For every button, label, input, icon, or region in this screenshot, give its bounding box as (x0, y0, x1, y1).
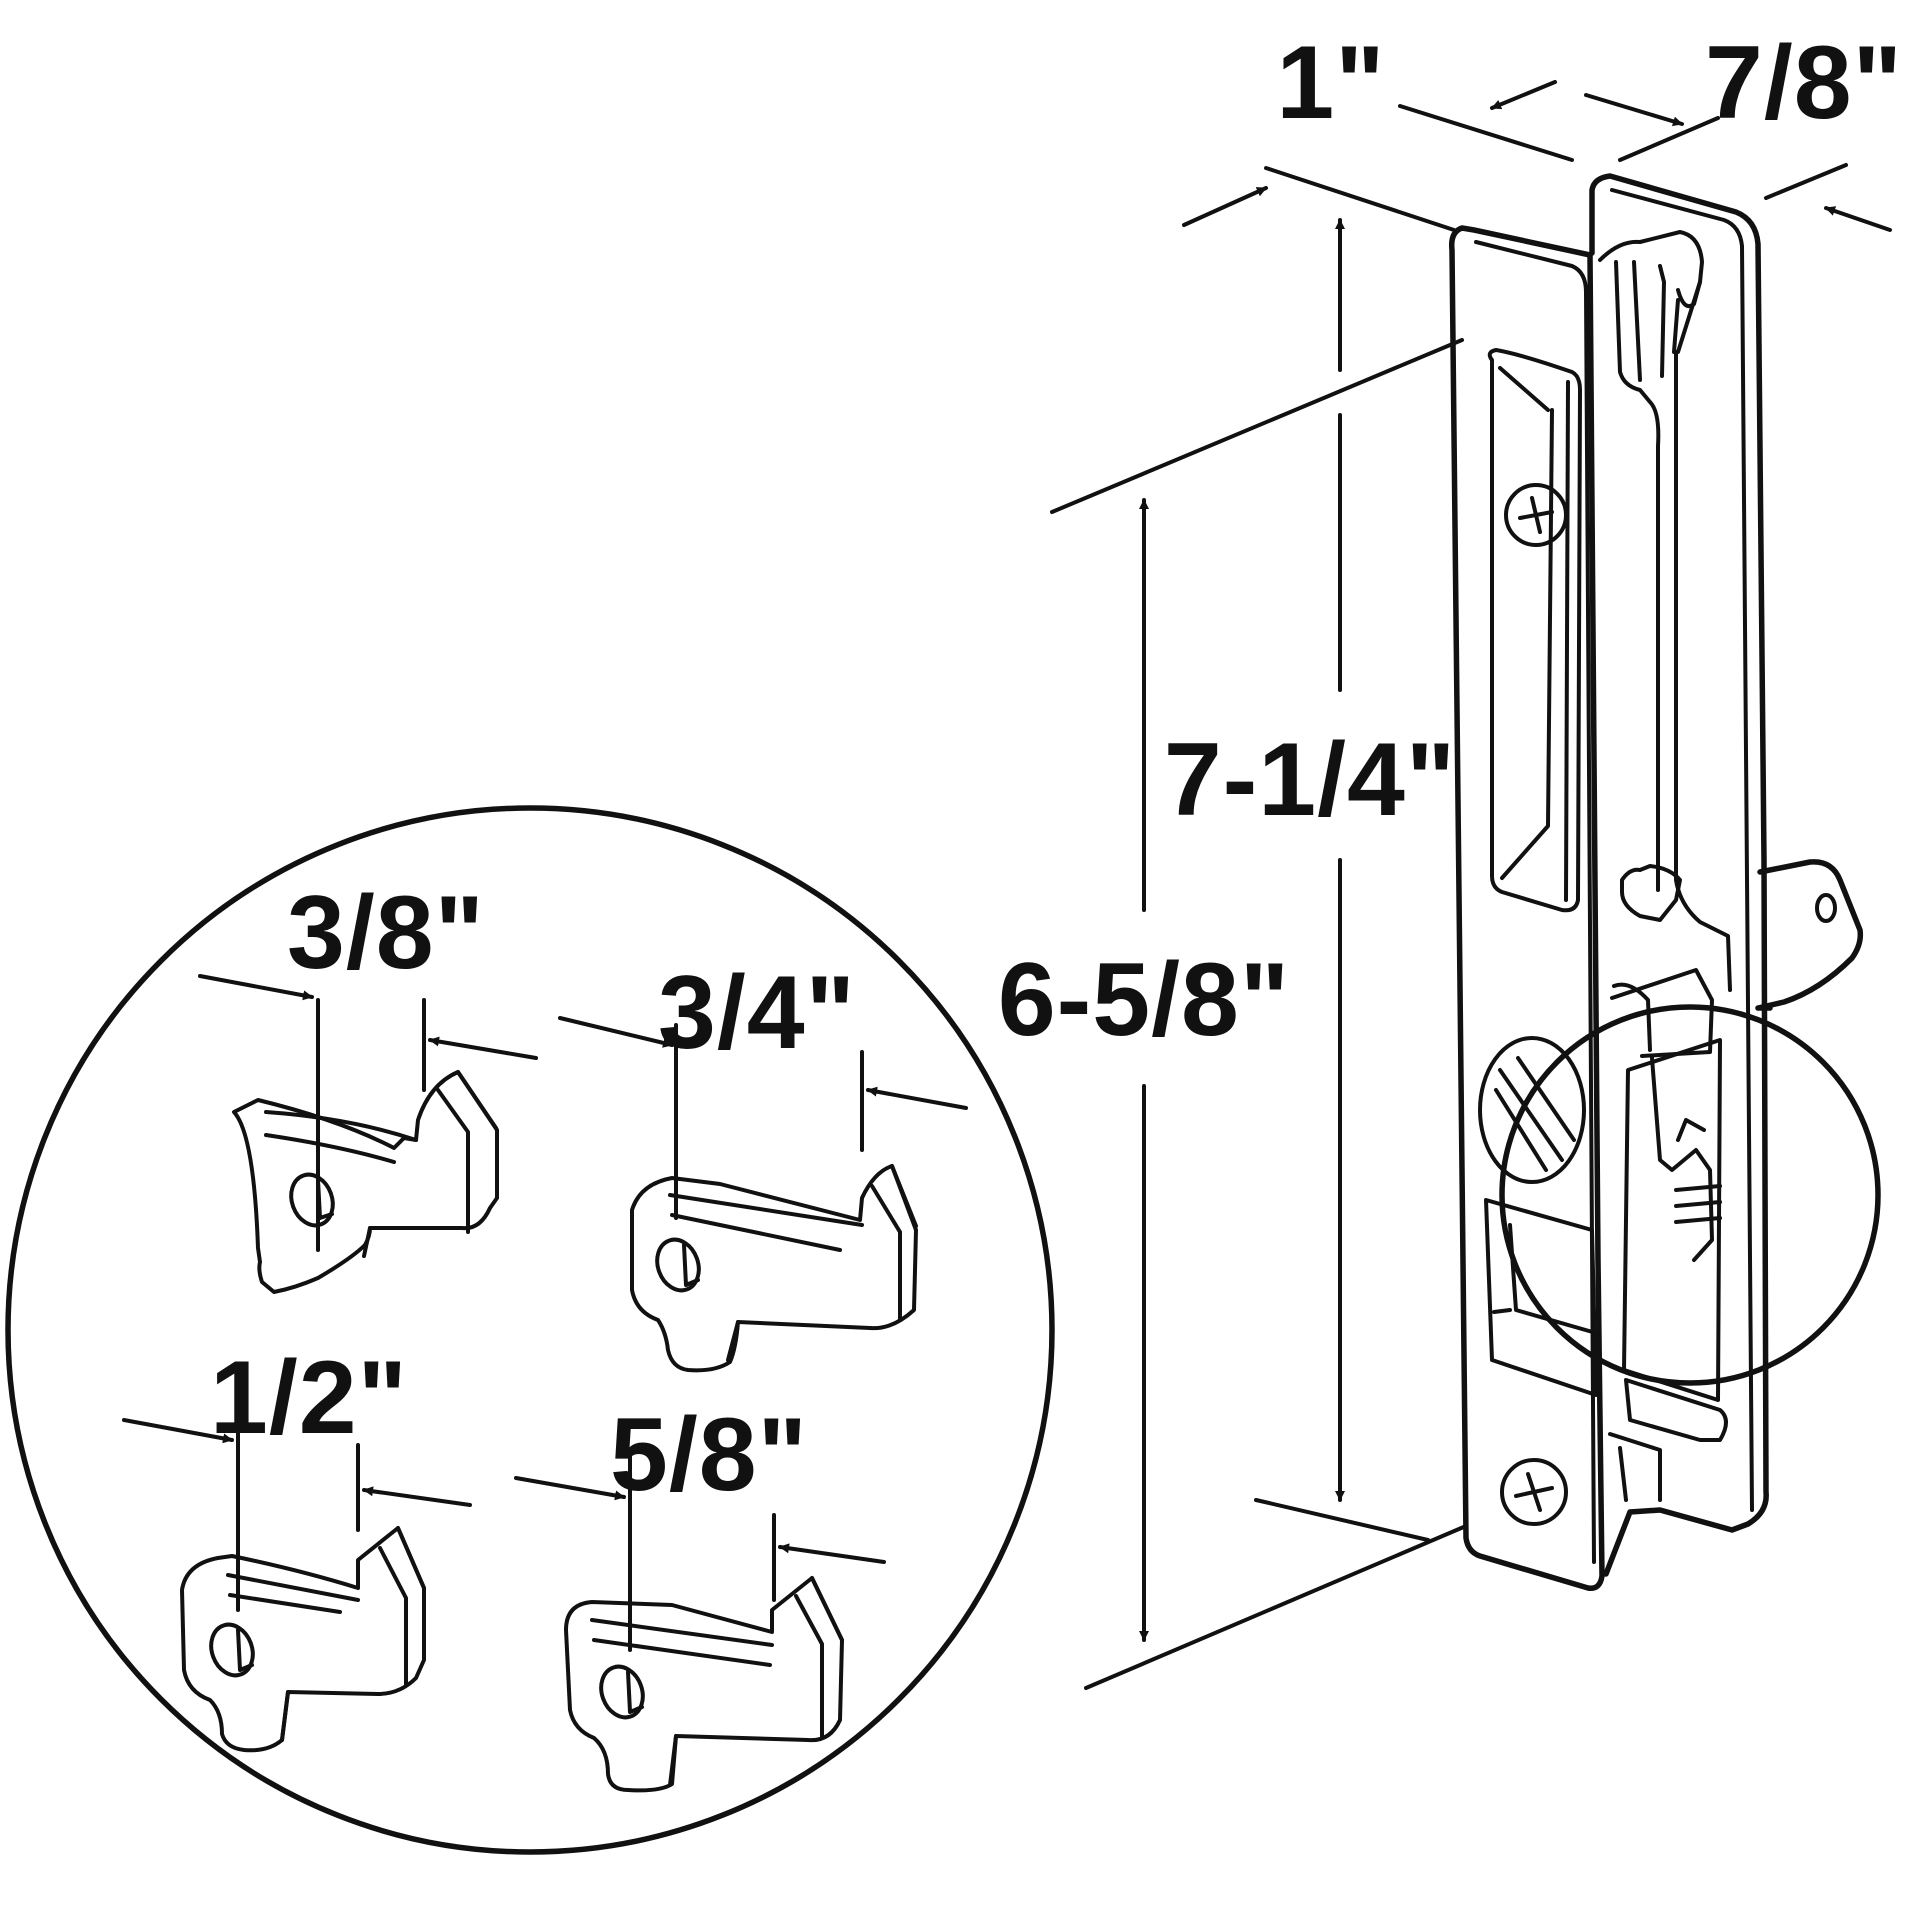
hook-3-4: 3/4" (558, 955, 968, 1373)
detail-callout-circle (5, 805, 1055, 1855)
hook-5-8: 5/8" (514, 1397, 886, 1793)
latch-body (1448, 173, 1881, 1591)
face-screw-icon (1478, 1036, 1586, 1184)
width-1-label: 1" (1276, 25, 1385, 141)
hook-1-2-label: 1/2" (210, 1340, 408, 1456)
hook-5-8-label: 5/8" (610, 1397, 808, 1513)
bottom-screw-icon (1500, 1458, 1568, 1526)
ext-line-top-left (1264, 166, 1456, 232)
top-screw-icon (1504, 483, 1568, 547)
keeper-hole-icon (1815, 893, 1837, 923)
hook-1-2: 1/2" (122, 1340, 472, 1753)
hook-3-8-label: 3/8" (287, 875, 485, 991)
main-dimensions: 1" 7/8" 6-5/8" 7-1/4" (998, 25, 1903, 1690)
hook-3-8: 3/8" (198, 875, 538, 1294)
hook-3-4-label: 3/4" (658, 955, 856, 1071)
width-7-8-label: 7/8" (1705, 25, 1903, 141)
latch-callout-circle (1499, 1004, 1881, 1386)
height-6-5-8-label: 6-5/8" (998, 942, 1290, 1058)
hook-detail-group: 3/8" 3/4" 1/2" (5, 805, 1055, 1855)
height-7-1-4-label: 7-1/4" (1164, 722, 1456, 838)
